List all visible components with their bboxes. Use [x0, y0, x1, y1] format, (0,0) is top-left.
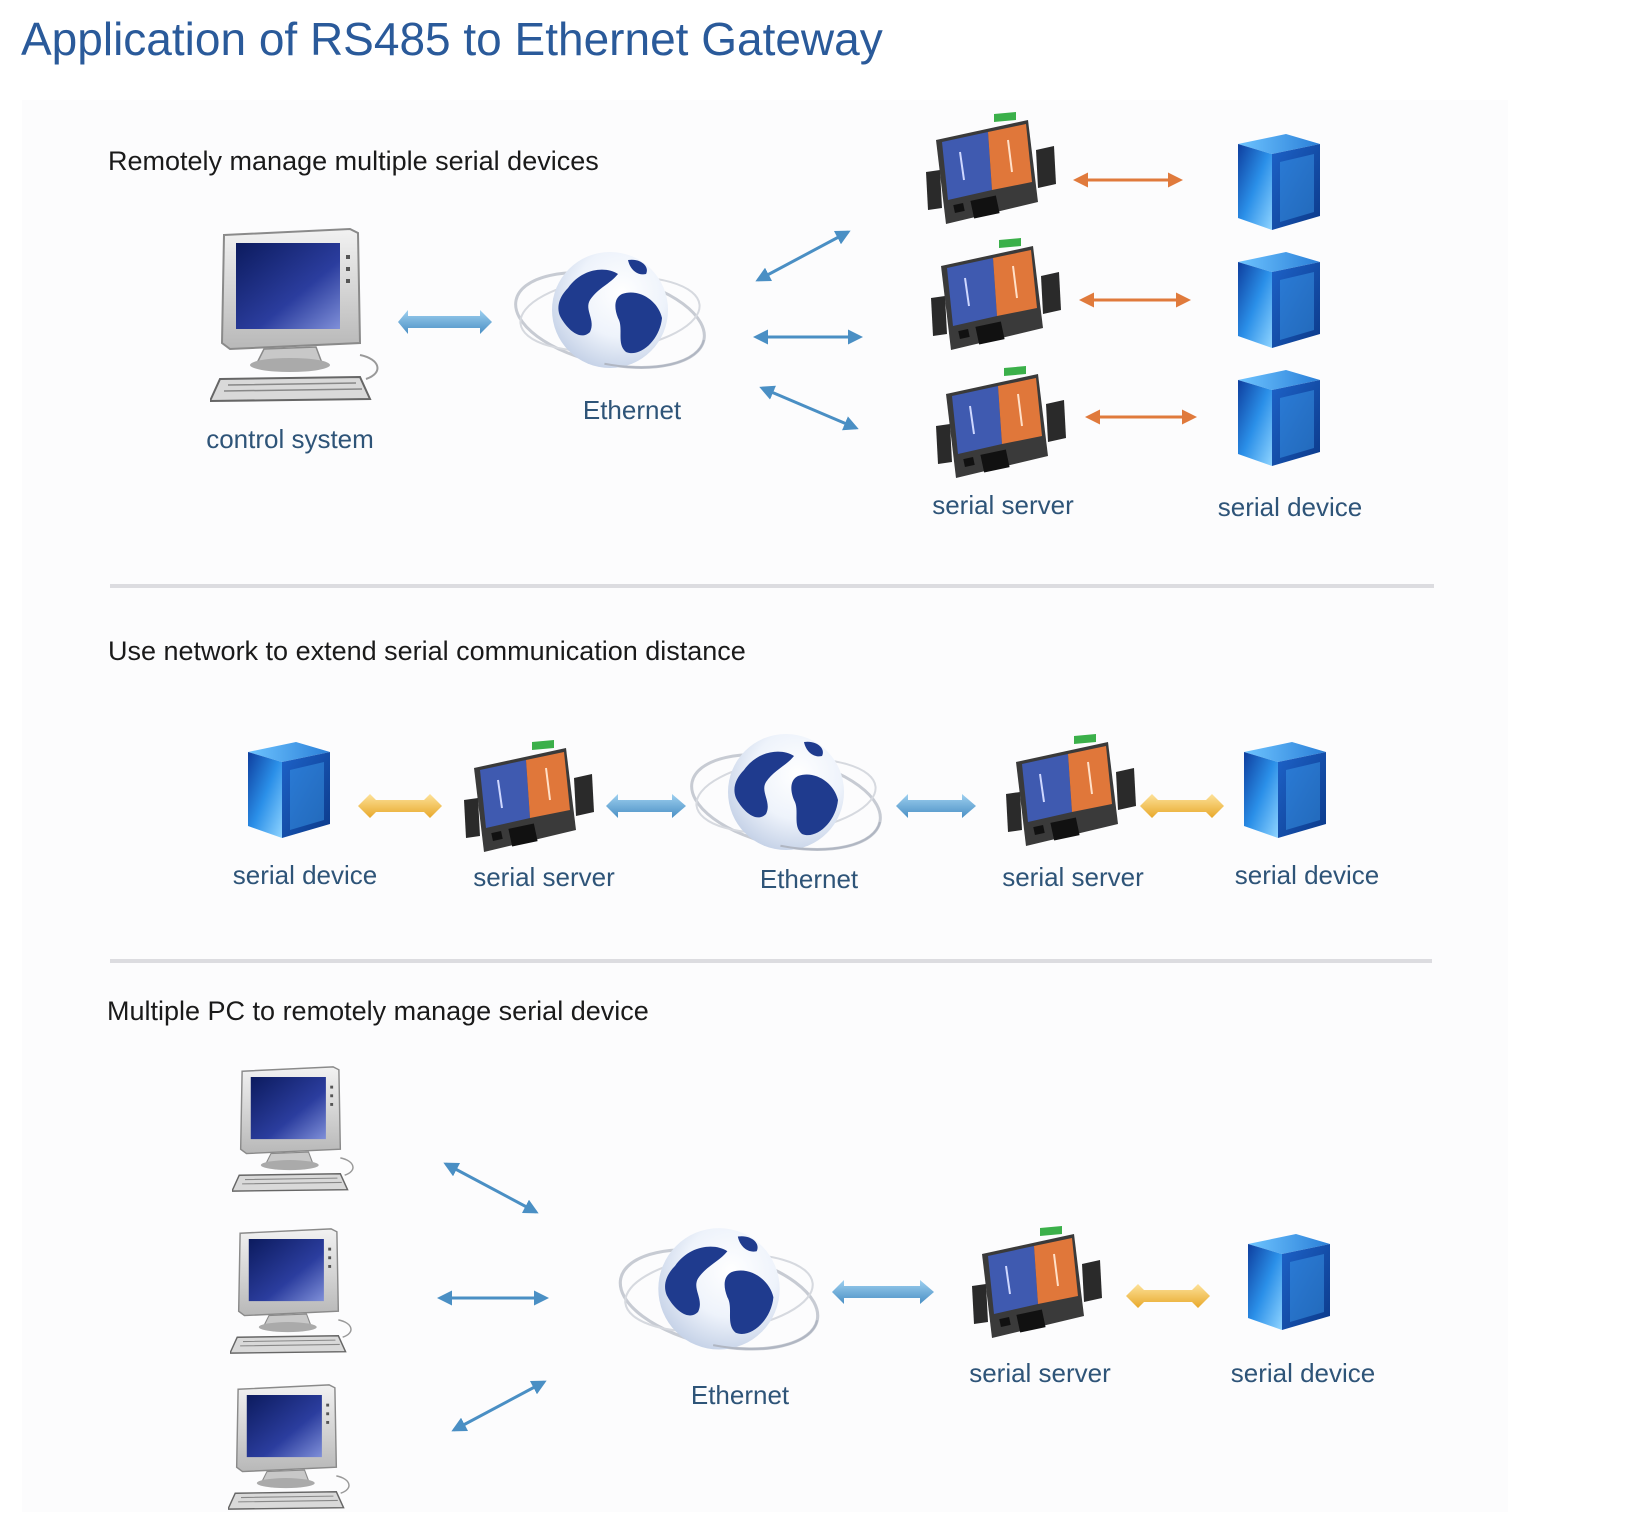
- label-serial-server: serial server: [932, 490, 1074, 520]
- double-arrow-icon: [896, 794, 976, 818]
- serial-server-icon: [935, 366, 1067, 479]
- label-serial-device-left: serial device: [232, 860, 378, 890]
- label-serial-server-left: serial server: [473, 862, 615, 892]
- double-arrow-icon: [606, 794, 686, 818]
- diagonal-double-arrow-icon: [759, 385, 859, 431]
- label-ethernet: Ethernet: [582, 395, 682, 425]
- label-control-system: control system: [206, 424, 374, 454]
- section-2-title: Use network to extend serial communicati…: [108, 636, 746, 666]
- label-serial-server-right: serial server: [1002, 862, 1144, 892]
- double-arrow-icon: [832, 1280, 934, 1304]
- serial-device-cube-icon: [1248, 1234, 1330, 1330]
- section-3-title: Multiple PC to remotely manage serial de…: [107, 996, 649, 1026]
- section-divider-1: [110, 584, 1434, 588]
- diagonal-double-arrow-icon: [443, 1162, 539, 1214]
- computer-icon: [230, 1228, 352, 1354]
- label-serial-device: serial device: [1217, 492, 1363, 522]
- serial-device-cube-icon: [1238, 252, 1320, 348]
- diagonal-double-arrow-icon: [451, 1380, 547, 1432]
- serial-device-cube-icon: [1244, 742, 1326, 838]
- gold-double-arrow-icon: [1126, 1284, 1210, 1308]
- gold-double-arrow-icon: [1140, 794, 1224, 818]
- computer-icon: [210, 228, 379, 402]
- label-serial-device-right: serial device: [1234, 860, 1380, 890]
- serial-device-cube-icon: [1238, 370, 1320, 466]
- label-serial-server: serial server: [969, 1358, 1111, 1388]
- section-divider-2: [110, 959, 1432, 963]
- serial-server-icon: [925, 112, 1057, 225]
- label-ethernet: Ethernet: [759, 864, 859, 894]
- gold-double-arrow-icon: [358, 794, 442, 818]
- computer-icon: [232, 1066, 354, 1192]
- serial-server-icon: [1005, 734, 1137, 847]
- serial-server-icon: [930, 238, 1062, 351]
- serial-server-icon: [971, 1226, 1103, 1339]
- label-serial-device: serial device: [1230, 1358, 1376, 1388]
- serial-server-icon: [463, 740, 595, 853]
- computer-icon: [228, 1384, 350, 1510]
- globe-icon: [614, 1226, 824, 1360]
- label-ethernet: Ethernet: [690, 1380, 790, 1410]
- page-title: Application of RS485 to Ethernet Gateway: [21, 13, 883, 65]
- globe-icon: [686, 732, 886, 860]
- serial-device-cube-icon: [1238, 134, 1320, 230]
- section-1-title: Remotely manage multiple serial devices: [108, 146, 599, 176]
- globe-icon: [510, 250, 710, 378]
- serial-device-cube-icon: [248, 742, 330, 838]
- diagonal-double-arrow-icon: [755, 230, 851, 282]
- double-arrow-icon: [398, 310, 492, 334]
